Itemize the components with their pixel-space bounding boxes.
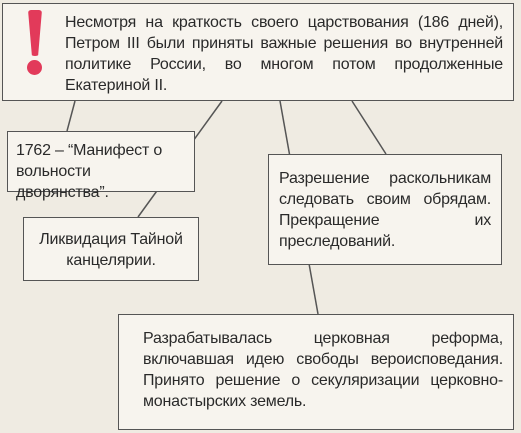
main-note-box: Несмотря на краткость своего царствовани… xyxy=(2,3,514,101)
church-text: Разрабатывалась церковная реформа, включ… xyxy=(143,330,503,410)
manifest-text: 1762 – “Манифест о вольности дворянства”… xyxy=(16,142,163,201)
connector-manifest xyxy=(66,100,76,132)
exclamation-icon xyxy=(21,10,49,76)
church-box: Разрабатывалась церковная реформа, включ… xyxy=(118,314,514,430)
connector-raskol xyxy=(351,100,387,155)
manifest-box: 1762 – “Манифест о вольности дворянства”… xyxy=(7,131,195,201)
exclamation-bar xyxy=(28,10,42,56)
exclamation-dot xyxy=(27,60,42,75)
main-note-text: Несмотря на краткость своего царствовани… xyxy=(65,14,503,94)
raskol-box: Разрешение раскольникам следовать своим … xyxy=(268,154,502,265)
raskol-text: Разрешение раскольникам следовать своим … xyxy=(279,170,491,250)
tainaya-text: Ликвидация Тайной канцелярии. xyxy=(39,231,183,269)
tainaya-box: Ликвидация Тайной канцелярии. xyxy=(23,217,199,281)
